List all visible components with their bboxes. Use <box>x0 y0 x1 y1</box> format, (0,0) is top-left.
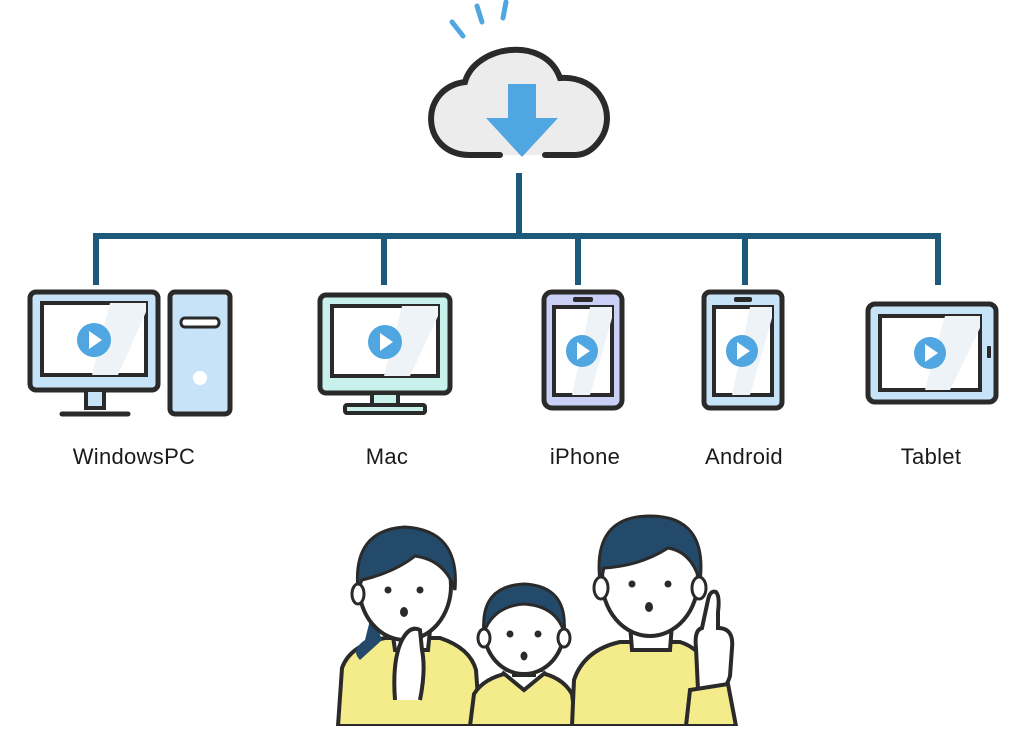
cloud-download-icon <box>428 0 610 158</box>
family-illustration <box>335 514 739 728</box>
iphone-icon <box>541 289 625 411</box>
mac-icon <box>317 292 453 415</box>
tablet-icon <box>865 301 999 405</box>
device-label-mac: Mac <box>365 444 409 469</box>
child-figure <box>467 582 579 728</box>
android-icon <box>701 289 785 411</box>
device-label-windowspc: WindowsPC <box>72 444 196 469</box>
connector-tree <box>93 173 941 285</box>
windowspc-icon <box>27 289 233 417</box>
device-label-tablet: Tablet <box>900 444 962 469</box>
device-label-android: Android <box>705 444 783 469</box>
mother-figure <box>335 525 483 728</box>
device-label-iphone: iPhone <box>549 444 621 469</box>
father-figure <box>569 514 739 728</box>
